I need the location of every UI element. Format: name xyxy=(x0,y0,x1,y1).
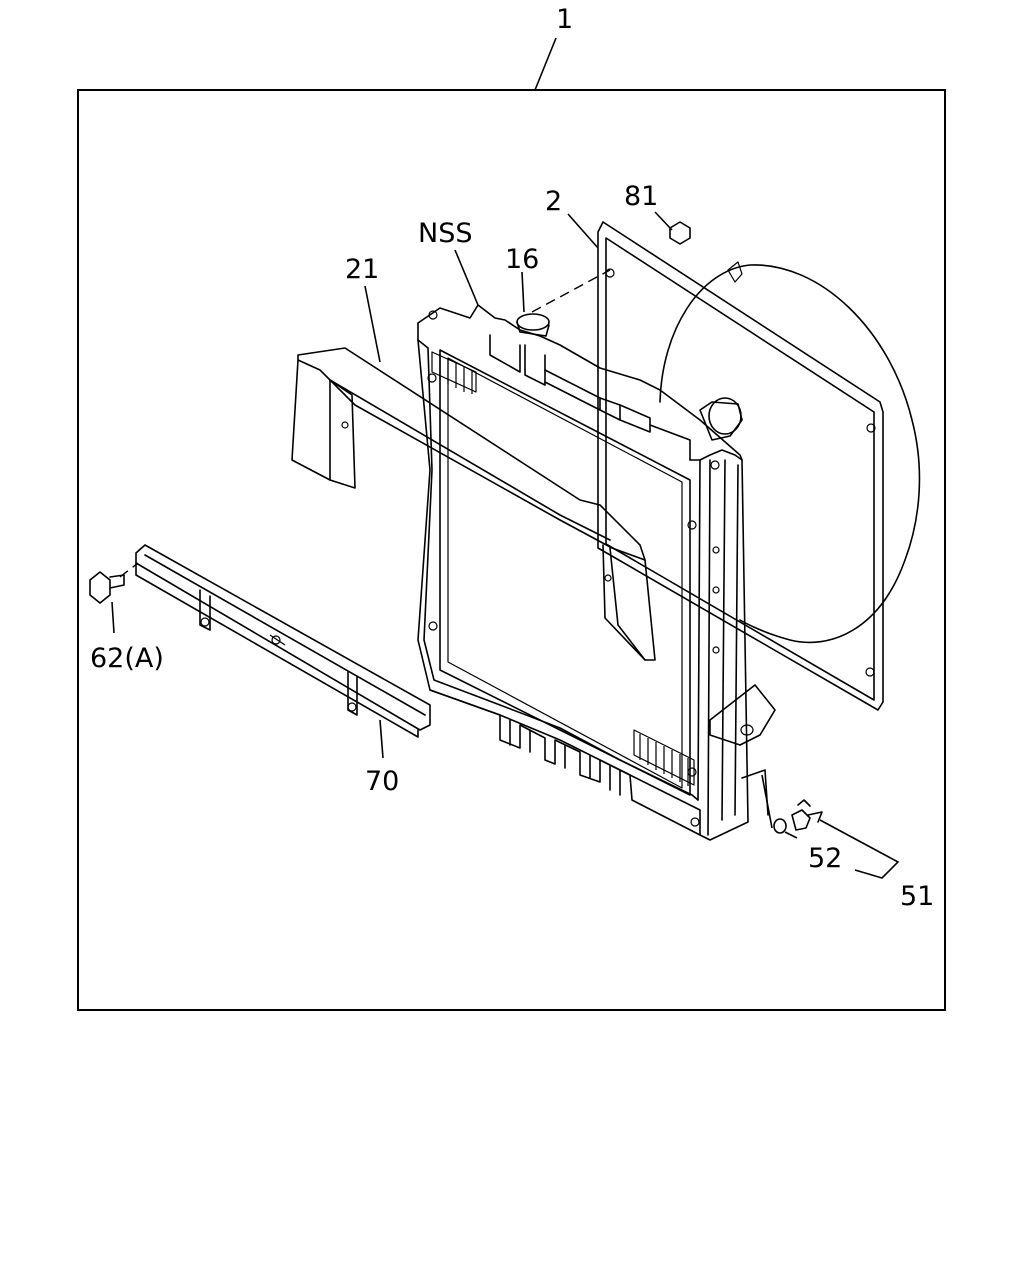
fan-shroud xyxy=(597,221,921,711)
bolt-62a xyxy=(89,571,125,604)
drain-plug-51 xyxy=(773,799,823,834)
lower-support-bar xyxy=(135,544,431,738)
callout-81: 81 xyxy=(624,181,658,212)
callout-62a: 62(A) xyxy=(90,643,164,674)
callout-16: 16 xyxy=(505,244,539,275)
callout-70: 70 xyxy=(365,766,399,797)
callout-nss: NSS xyxy=(418,218,472,249)
callout-2: 2 xyxy=(545,186,562,217)
callout-52: 52 xyxy=(808,843,842,874)
radiator-core xyxy=(417,304,776,841)
callout-21: 21 xyxy=(345,254,379,285)
upper-support-bracket xyxy=(291,347,656,661)
diagram-frame xyxy=(77,89,946,1011)
nut-81 xyxy=(669,221,691,245)
callout-51: 51 xyxy=(900,881,934,912)
callout-1: 1 xyxy=(556,4,573,35)
